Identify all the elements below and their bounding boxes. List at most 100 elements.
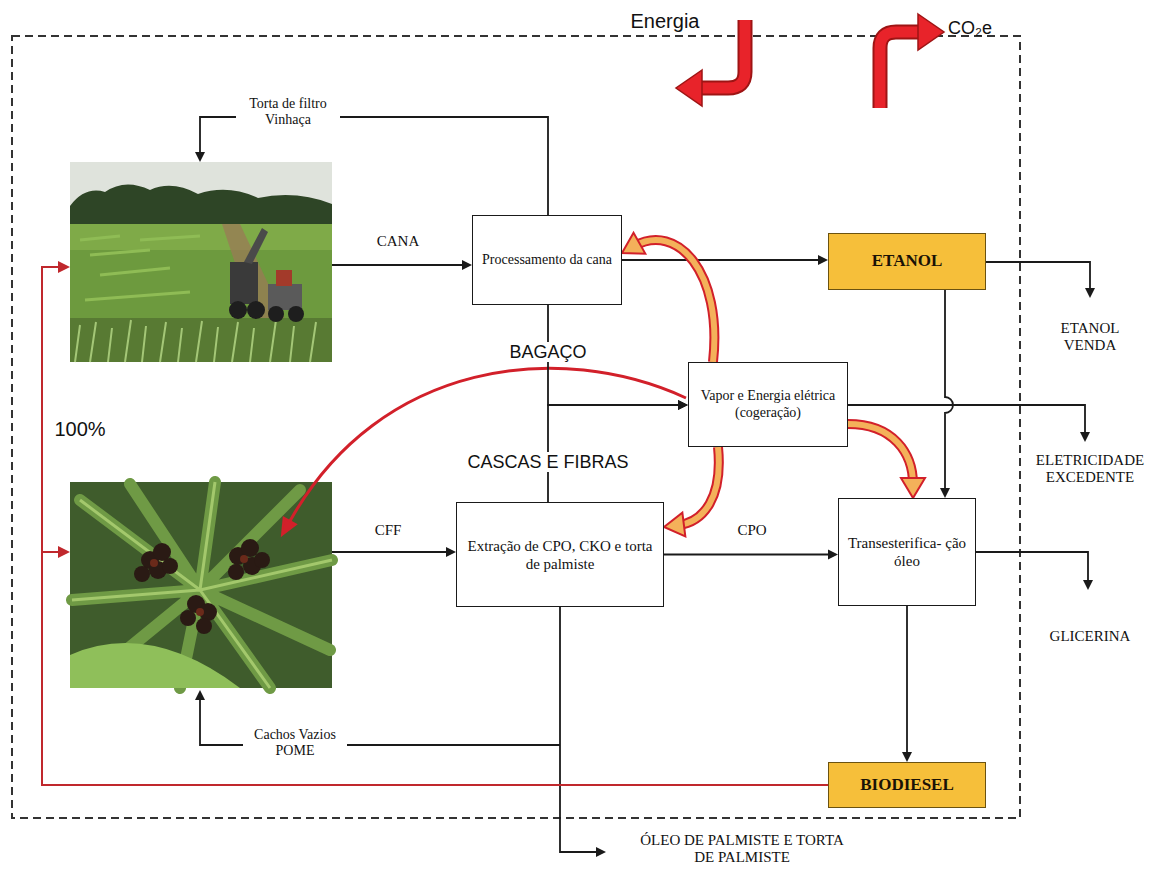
output-label: ÓLEO DE PALMISTE E TORTA DE PALMISTE (627, 832, 857, 867)
connector-line (945, 290, 953, 489)
flow-line-part (986, 262, 1090, 289)
arrow-head (678, 400, 688, 410)
node-text: Transesterifica- ção óleo (847, 534, 967, 570)
system-boundary (12, 36, 1020, 818)
oil-palm-photo-part-part (254, 552, 270, 568)
sugarcane-photo-part (244, 228, 268, 264)
oil-palm-photo-part (150, 555, 248, 616)
energy-arrow-outline (848, 424, 913, 484)
oil-palm-photo-part-part (134, 566, 150, 582)
arrow-head (678, 400, 688, 410)
oil-palm-photo-part (70, 643, 240, 688)
oil-palm-photo-part-part (240, 555, 248, 563)
arrow-head (622, 233, 645, 254)
oil-palm-photo-part-part (196, 608, 204, 616)
arrow-head-part (195, 690, 205, 700)
flow-label: CANA (374, 233, 423, 250)
energy-arrow (676, 20, 745, 106)
energy-arrow (634, 240, 714, 362)
node-text: Vapor e Energia elétrica (cogeração) (697, 388, 839, 422)
edge-label: CPO (734, 522, 769, 539)
node-text: ETANOL (872, 251, 943, 271)
oil-palm-photo-part-part (180, 610, 196, 626)
connector (848, 424, 925, 498)
edge-label: BAGAÇO (506, 342, 589, 363)
arrow-head (828, 550, 838, 560)
oil-palm-photo-part-part (162, 558, 178, 574)
arrow-head (940, 488, 950, 498)
flow-line-part (332, 264, 463, 266)
flow-line-part (332, 551, 447, 553)
connector (622, 233, 714, 362)
arrow-head-part (596, 847, 606, 857)
sugarcane-photo-part (80, 236, 200, 300)
process-box: Processamento da cana (472, 215, 622, 305)
flow-line-part (560, 607, 597, 852)
emission-arrow-part (880, 32, 920, 108)
arrow-head (195, 152, 1095, 857)
arrow-head (818, 255, 828, 265)
output-label: ELETRICIDADE EXCEDENTE (1015, 452, 1165, 487)
output-label: GLICERINA (1047, 628, 1134, 645)
arrow-head (664, 513, 685, 537)
product-box: ETANOL (828, 233, 986, 290)
connector-line (622, 259, 819, 261)
product-box: BIODIESEL (828, 762, 986, 808)
percent-label: 100% (51, 418, 108, 441)
emission-arrow (880, 14, 944, 108)
connector-line (664, 554, 829, 556)
arrow-head (902, 752, 912, 762)
recycle-line-part (42, 551, 59, 553)
oil-palm-photo-part-part (228, 564, 244, 580)
system-boundary-part (12, 36, 1020, 818)
recycle-line-part (58, 261, 70, 273)
emission-label: CO₂e (945, 18, 995, 39)
connector (940, 290, 953, 498)
sugarcane-photo-part (247, 301, 265, 319)
flow-line-part (200, 117, 548, 215)
energy-arrow (678, 447, 719, 525)
sugarcane-photo-part (229, 301, 247, 319)
cogeneration-box: Vapor e Energia elétrica (cogeração) (688, 362, 848, 447)
arrow-head-part (1085, 288, 1095, 298)
flow-label: Torta de filtro Vinhaça (236, 96, 340, 128)
connector (622, 255, 828, 265)
arrow-head-part (446, 547, 456, 557)
sugarcane-photo-part (268, 306, 284, 322)
sugarcane-photo-part (288, 306, 304, 322)
connector (664, 550, 838, 560)
arrow-head-part (1083, 580, 1093, 590)
oil-palm-photo (70, 482, 332, 688)
sugarcane-photo-part (276, 270, 292, 286)
process-box: Transesterifica- ção óleo (838, 498, 976, 606)
energy-arrow-outline (678, 447, 719, 525)
sugarcane-photo-part (70, 184, 332, 224)
arrow-head-part (1080, 432, 1090, 442)
energy-arrow (848, 424, 913, 484)
oil-palm-photo-part (134, 539, 270, 634)
oil-palm-photo-part-part (150, 559, 158, 567)
energy-to-palm-arrow-part (282, 518, 296, 535)
process-box: Extração de CPO, CKO e torta de palmiste (456, 502, 664, 607)
node-text: Extração de CPO, CKO e torta de palmiste (465, 537, 655, 573)
flow-label: CFF (372, 522, 405, 539)
energy-arrow-part (676, 70, 702, 106)
connector (902, 606, 912, 762)
arrow-head-part (462, 260, 472, 270)
output-label: ETANOL VENDA (1048, 320, 1132, 355)
oil-palm-photo-part-part (241, 539, 259, 557)
emission-arrow-part (880, 32, 920, 108)
flow-label: Cachos Vazios POME (243, 727, 347, 759)
arrow-head (901, 478, 925, 498)
edge-label: CASCAS E FIBRAS (464, 452, 631, 473)
sugarcane-photo-part (70, 162, 332, 362)
recycle-line-part (58, 546, 70, 558)
oil-palm-photo-part (70, 482, 332, 688)
emission-arrow-part (918, 14, 944, 50)
energy-arrow-part (700, 20, 745, 88)
oil-palm-photo-part-part (196, 618, 212, 634)
energy-arrow-part (700, 20, 745, 88)
flow-line-part (976, 552, 1088, 581)
